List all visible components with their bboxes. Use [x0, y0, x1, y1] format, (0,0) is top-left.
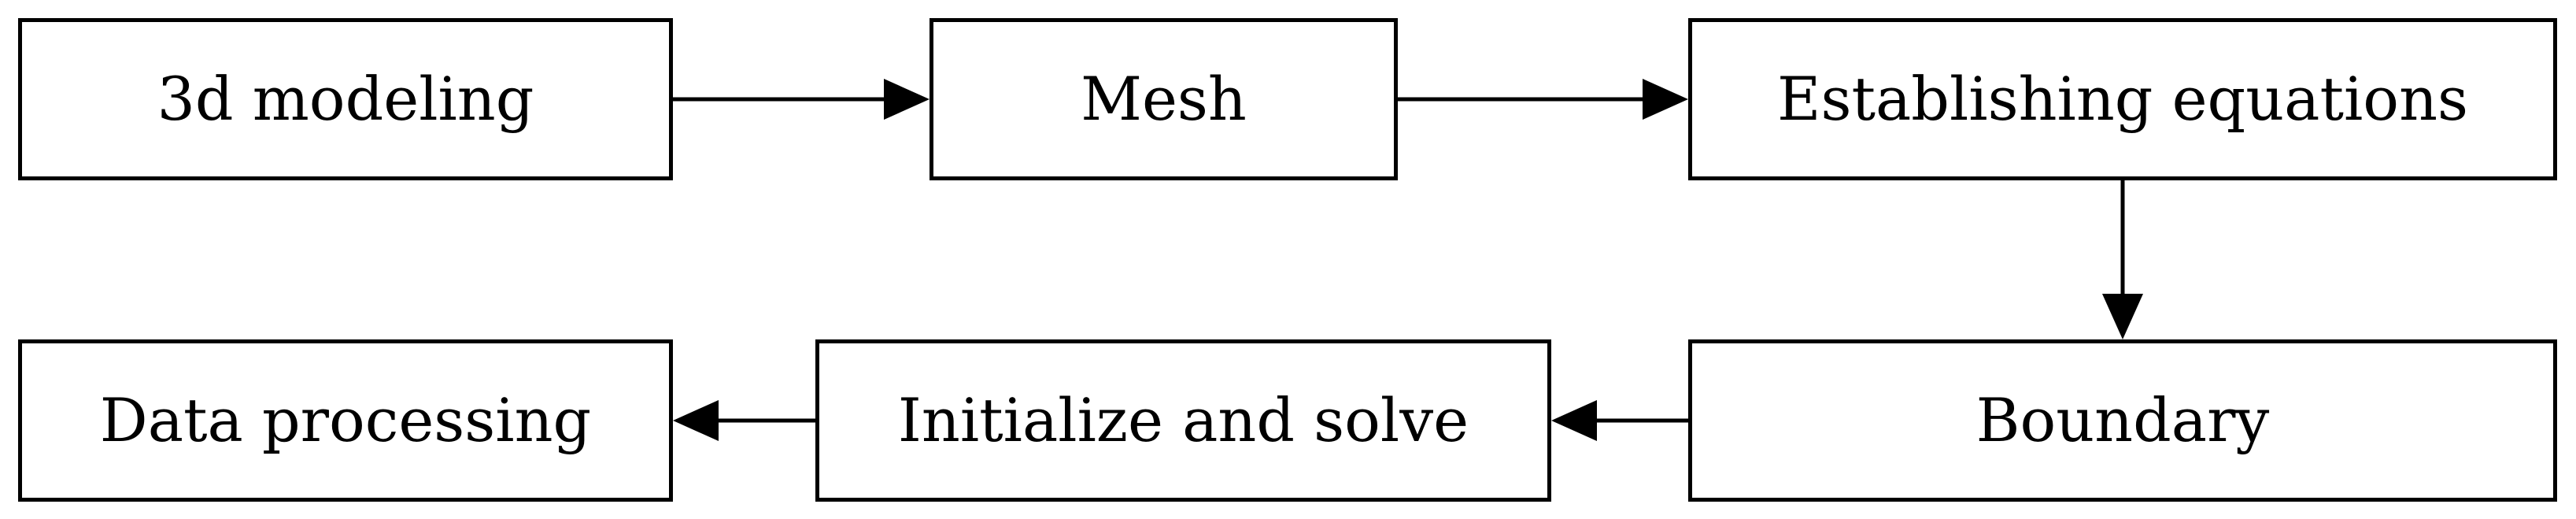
node-initialize-and-solve: Initialize and solve	[815, 339, 1551, 502]
node-boundary: Boundary	[1688, 339, 2557, 502]
arrow-3d-modeling-to-mesh	[673, 79, 930, 120]
node-label: Boundary	[1975, 385, 2270, 455]
node-label: Initialize and solve	[897, 385, 1469, 455]
arrow-establishing-equations-to-boundary	[2102, 180, 2143, 339]
arrow-boundary-to-initialize-and-solve	[1551, 400, 1688, 441]
node-label: Data processing	[99, 385, 592, 455]
arrow-initialize-and-solve-to-data-processing	[673, 400, 815, 441]
node-label: 3d modeling	[157, 64, 534, 134]
node-label: Establishing equations	[1776, 64, 2469, 134]
node-establishing-equations: Establishing equations	[1688, 18, 2557, 180]
arrow-mesh-to-establishing-equations	[1398, 79, 1688, 120]
node-3d-modeling: 3d modeling	[18, 18, 673, 180]
node-data-processing: Data processing	[18, 339, 673, 502]
node-mesh: Mesh	[930, 18, 1398, 180]
node-label: Mesh	[1081, 64, 1247, 134]
